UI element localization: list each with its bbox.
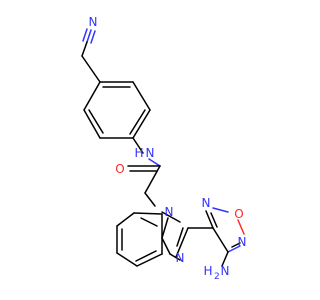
- carbonyl-o-label: O: [115, 162, 124, 176]
- benzimidazole-n3-label: N: [176, 251, 185, 265]
- oxadiazole-n-upper-label: N: [202, 196, 211, 210]
- nitrile-n-label: N: [89, 15, 98, 29]
- phenyl-double-3: [129, 109, 146, 135]
- amine-h-label: H: [203, 264, 212, 278]
- structure-svg: N N H O N N N O N H 2 N: [81, 15, 247, 282]
- imidazole-n3-c2: [175, 227, 189, 258]
- imidazole-n1-c7a: [161, 217, 169, 239]
- amine-n-label: N: [221, 264, 230, 278]
- phenyl-double-5: [88, 109, 104, 134]
- ch2-to-phenyl-bond: [81, 55, 101, 83]
- benzimidazole-n1-label: N: [165, 205, 174, 219]
- imidazole-n1-c2: [161, 211, 181, 223]
- oxadiazole-n2-o1: [212, 207, 229, 213]
- phenyl-bond-3: [132, 109, 151, 139]
- nitrile-triple-bond-b: [90, 30, 96, 44]
- oxadiazole-c3-n2: [205, 210, 214, 229]
- imidazole-double-c2n3: [176, 227, 184, 247]
- nitrile-triple-bond-a: [86, 29, 92, 43]
- oxadiazole-o1-n5: [237, 219, 245, 235]
- atom-labels: N N H O N N N O N H 2 N: [89, 15, 247, 282]
- amide-n-label: N: [146, 146, 155, 160]
- oxadiazole-double-c3n2: [210, 212, 218, 228]
- amide-h-label: H: [134, 146, 143, 160]
- oxadiazole-n-lower-label: N: [238, 235, 247, 249]
- benz-bond-4: [116, 252, 138, 267]
- carbonyl-to-ch2-bond: [144, 165, 161, 194]
- benz-bond-1: [133, 212, 163, 215]
- benz-double-5: [135, 250, 157, 262]
- phenyl-bond-6: [83, 81, 101, 111]
- benz-bond-5: [136, 253, 163, 267]
- phenyl-to-nh-bond: [132, 137, 144, 154]
- phenyl-bond-2: [132, 81, 151, 111]
- oxadiazole-n5-c4: [227, 245, 241, 253]
- oxadiazole-o-label: O: [234, 207, 243, 221]
- amine-subscript-label: 2: [214, 272, 220, 282]
- nh-to-carbonyl-bond: [148, 158, 161, 167]
- bonds: [81, 28, 245, 267]
- nitrile-to-ch2-bond: [81, 41, 88, 57]
- oxadiazole-double-c4n5: [231, 242, 241, 248]
- imidazole-c7a-c3a: [161, 237, 171, 255]
- c4-to-amine-bond: [221, 251, 229, 267]
- molecule-structure-diagram: N N H O N N N O N H 2 N: [81, 15, 247, 282]
- benz-double-1: [140, 217, 158, 227]
- ch2-to-n1-bond: [144, 192, 156, 207]
- phenyl-bond-5: [83, 109, 101, 139]
- benz-bond-2: [116, 212, 135, 227]
- imidazole-c3a-n3: [169, 253, 181, 261]
- oxadiazole-c4-c3: [212, 227, 229, 253]
- nitrile-triple-bond-c: [82, 28, 88, 42]
